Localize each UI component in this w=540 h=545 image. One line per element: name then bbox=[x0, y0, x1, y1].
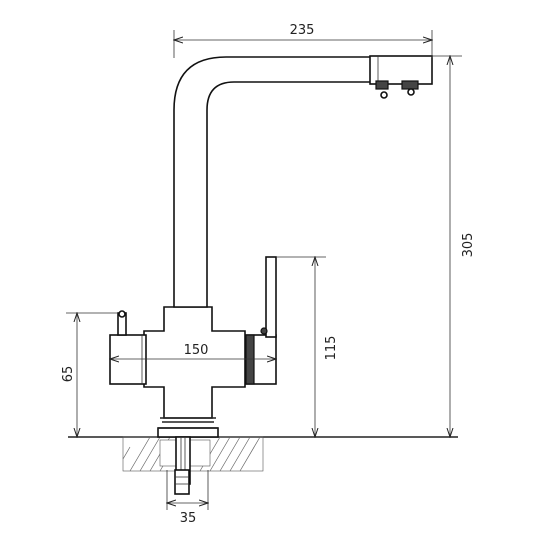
mount-diameter-label: 35 bbox=[180, 511, 197, 526]
total-height-label: 305 bbox=[461, 233, 476, 258]
lever-height-label: 115 bbox=[324, 336, 339, 361]
left-tap-height-label: 65 bbox=[61, 366, 76, 383]
dimension-lever-height: 115 bbox=[276, 257, 339, 437]
dimension-left-tap-height: 65 bbox=[61, 313, 118, 437]
countertop-section bbox=[122, 436, 264, 472]
spout-reach-label: 235 bbox=[290, 23, 315, 38]
faucet-body bbox=[109, 306, 277, 429]
dimension-total-height: 305 bbox=[432, 56, 476, 437]
left-filter-tap bbox=[117, 310, 127, 336]
spout bbox=[173, 55, 433, 308]
dimension-body-width: 150 bbox=[110, 343, 276, 359]
right-lever-handle bbox=[260, 256, 277, 338]
mount-shank bbox=[157, 427, 219, 495]
dimension-spout-reach: 235 bbox=[174, 23, 432, 58]
body-width-label: 150 bbox=[184, 343, 209, 358]
dimension-mount-diameter: 35 bbox=[167, 470, 208, 526]
